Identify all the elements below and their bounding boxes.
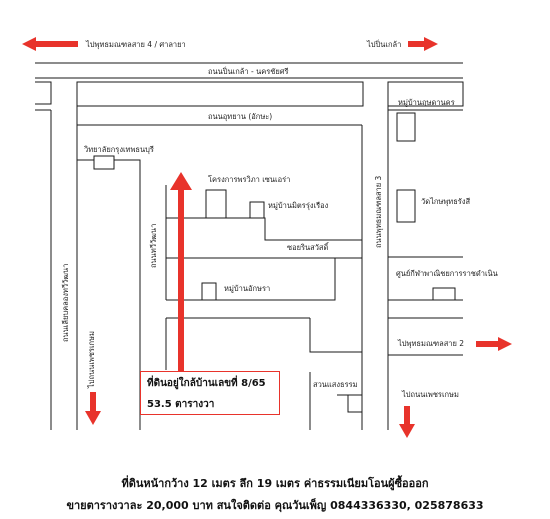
- arrow-site-pointer: [170, 172, 192, 372]
- label-to-phutthamonthon-2: ไปพุทธมณฑลสาย 2: [397, 339, 464, 348]
- building-saengtham: [347, 394, 363, 413]
- block-aksara: [166, 258, 336, 301]
- arrow-down-right: [399, 406, 415, 438]
- label-phutthamonthon-3: ถนนพุทธมณฑลสาย 3: [374, 175, 383, 248]
- label-mitr: หมู่บ้านมิตรรุ่งเรือง: [268, 201, 329, 210]
- site-callout: ที่ดินอยู่ใกล้บ้านเลขที่ 8/65 53.5 ตาราง…: [140, 371, 280, 415]
- footer-line-2: ขายตารางวาละ 20,000 บาท สนใจติดต่อ คุณวั…: [66, 499, 484, 512]
- label-college: วิทยาลัยกรุงเทพธนบุรี: [83, 145, 154, 154]
- label-wat: วัดไกษพุทธรังสี: [421, 197, 470, 206]
- label-kritsada: หมู่บ้านฤษดานคร: [398, 98, 455, 107]
- building-wat: [396, 189, 416, 223]
- label-saengtham: สวนแสงธรรม: [313, 380, 358, 389]
- label-to-pinklao: ไปปิ่นเกล้า: [366, 39, 401, 49]
- block-upper-right: [387, 81, 464, 107]
- label-thawi-watthana: ถนนทวีวัฒนา: [149, 224, 158, 268]
- block-rinsawat-top: [166, 217, 362, 241]
- label-aksara: หมู่บ้านอักษรา: [224, 284, 270, 293]
- building-college: [93, 155, 115, 170]
- footer-line-1: ที่ดินหน้ากว้าง 12 เมตร ลึก 19 เมตร ค่าธ…: [121, 477, 429, 490]
- label-trade-center: ศูนย์กีฬาพาณิชยการราชดำเนิน: [396, 269, 498, 278]
- arrow-right-top: [408, 37, 438, 51]
- arrow-right-pm2: [476, 337, 512, 351]
- arrow-left-top: [22, 37, 78, 51]
- arrow-down-left: [85, 392, 101, 425]
- block-lower-right-mid: [309, 318, 362, 353]
- label-utthayan: ถนนอุทยาน (อักษะ): [208, 112, 272, 121]
- label-to-phutthamonthon-4: ไปพุทธมณฑลสาย 4 / ศาลายา: [85, 40, 186, 49]
- callout-area: 53.5 ตารางวา: [147, 399, 215, 410]
- building-mitr: [249, 201, 265, 219]
- label-to-phet-kasem-left: ไปถนนเพชรเกษม: [87, 331, 96, 389]
- building-pruksa: [205, 189, 227, 219]
- building-aksara: [201, 282, 217, 301]
- label-khlong-thawi: ถนนเลียบคลองทวีวัฒนา: [61, 264, 70, 342]
- label-pruksa: โครงการพรวิภา เซนเอร่า: [208, 175, 290, 184]
- block-upper: [76, 81, 364, 107]
- block-left-1: [35, 81, 52, 105]
- building-kritsada: [396, 112, 416, 142]
- callout-title: ที่ดินอยู่ใกล้บ้านเลขที่ 8/65: [147, 378, 266, 389]
- label-to-phet-kasem-right: ไปถนนเพชรเกษม: [401, 390, 459, 399]
- building-trade-center: [432, 287, 456, 301]
- label-pinklao-nakhonchaisri: ถนนปิ่นเกล้า - นครชัยศรี: [208, 66, 289, 76]
- label-sub-rinsawat: ซอยรินสวัสดิ์: [287, 242, 330, 252]
